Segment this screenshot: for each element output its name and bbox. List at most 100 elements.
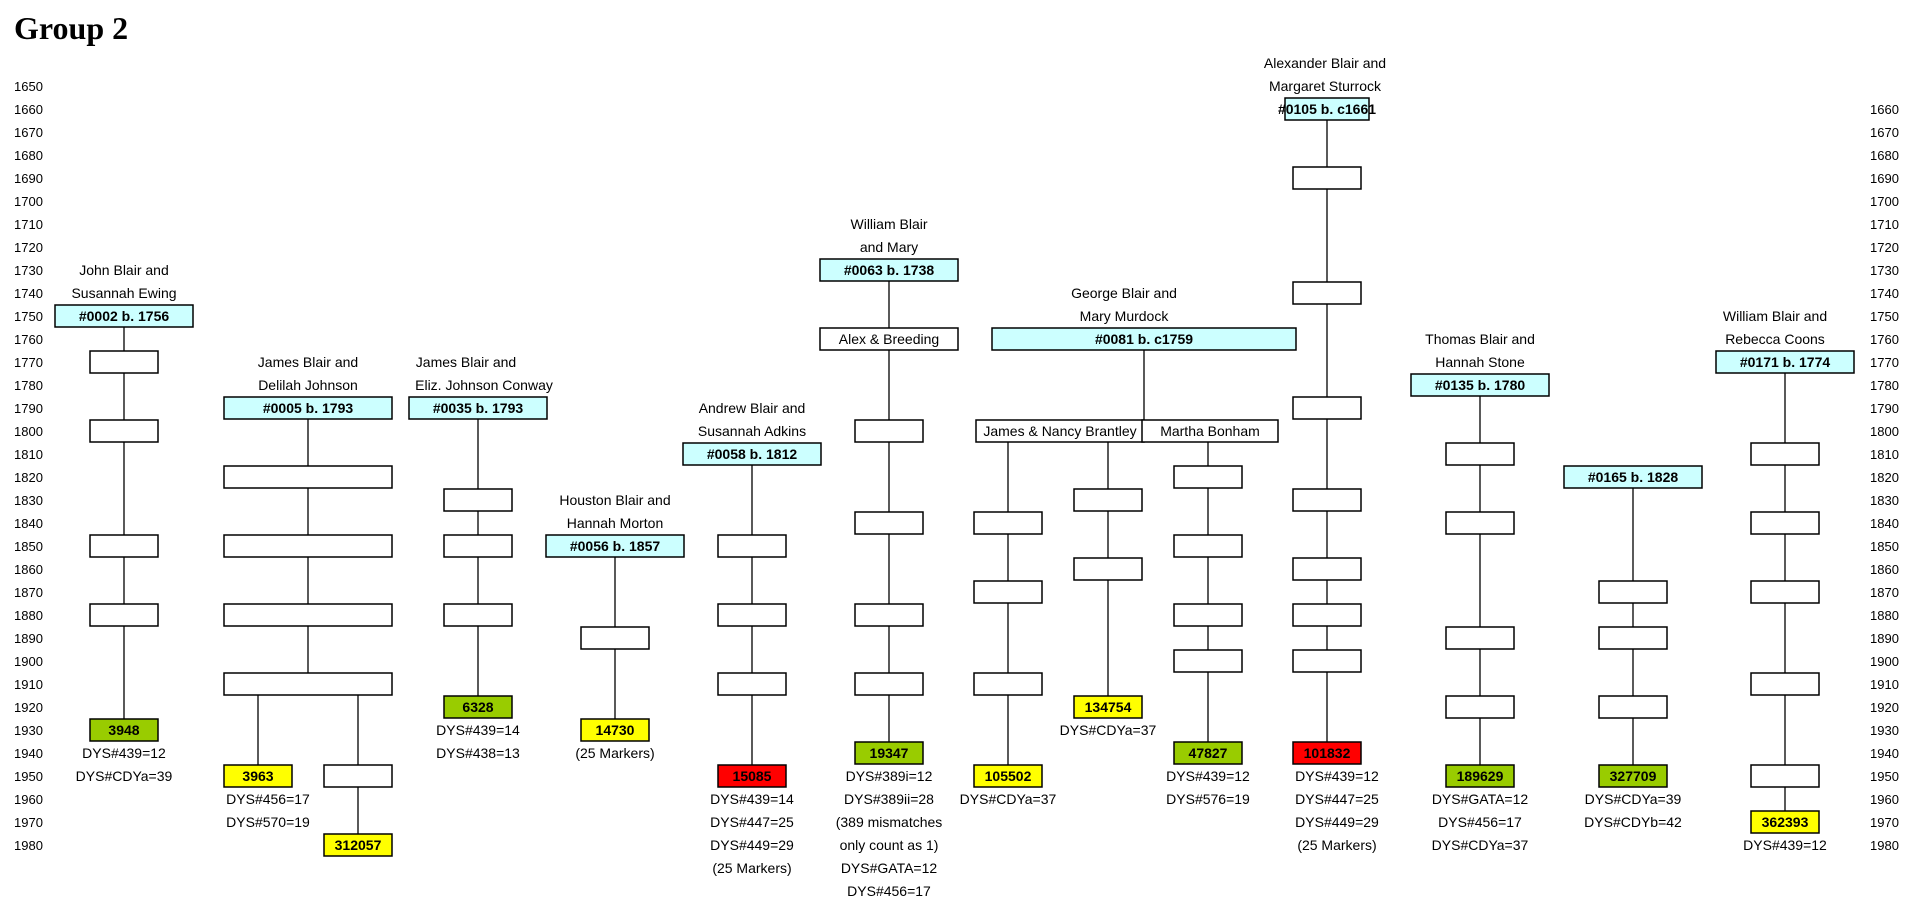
- kit-327709-text: 327709: [1610, 768, 1657, 784]
- kit-19347-box: [854, 741, 924, 765]
- family-box-james-nancy: James & Nancy Brantley: [975, 419, 1145, 443]
- marker-note: DYS#456=17: [847, 883, 931, 899]
- marker-note: DYS#439=14: [436, 722, 520, 738]
- year-label: 1740: [1870, 286, 1899, 301]
- kit-189629: 189629: [1445, 764, 1515, 788]
- family-box-alex-breeding: Alex & Breeding: [819, 327, 959, 351]
- year-label: 1830: [1870, 493, 1899, 508]
- kit-6328-box: [443, 695, 513, 719]
- kit-15085-text: 15085: [733, 768, 772, 784]
- generation-boxes: [89, 166, 1820, 788]
- year-label: 1660: [1870, 102, 1899, 117]
- generation-box: [717, 534, 787, 558]
- marker-note: DYS#GATA=12: [841, 860, 938, 876]
- kit-19347: 19347: [854, 741, 924, 765]
- year-label: 1970: [1870, 815, 1899, 830]
- generation-box: [717, 672, 787, 696]
- year-label: 1720: [1870, 240, 1899, 255]
- year-label: 1850: [14, 539, 43, 554]
- ancestor-box-0081-text: #0081 b. c1759: [1095, 331, 1193, 347]
- kit-134754: 134754: [1073, 695, 1143, 719]
- year-label: 1680: [1870, 148, 1899, 163]
- kit-327709-box: [1598, 764, 1668, 788]
- ancestor-box-0035: #0035 b. 1793: [408, 396, 548, 420]
- marker-note: DYS#CDYa=37: [1432, 837, 1529, 853]
- marker-note: (389 mismatches: [836, 814, 943, 830]
- year-label: 1710: [1870, 217, 1899, 232]
- ancestor-label: Mary Murdock: [1080, 308, 1170, 324]
- ancestor-box-0002-text: #0002 b. 1756: [79, 308, 170, 324]
- ancestor-label: Thomas Blair and: [1425, 331, 1535, 347]
- kit-6328-text: 6328: [462, 699, 493, 715]
- year-label: 1970: [14, 815, 43, 830]
- generation-box: [1445, 695, 1515, 719]
- year-label: 1880: [1870, 608, 1899, 623]
- year-label: 1980: [1870, 838, 1899, 853]
- kit-189629-text: 189629: [1457, 768, 1504, 784]
- ancestor-label: Delilah Johnson: [258, 377, 358, 393]
- kit-3948-box: [89, 718, 159, 742]
- year-label: 1840: [14, 516, 43, 531]
- year-label: 1650: [14, 79, 43, 94]
- ancestor-box-0058: #0058 b. 1812: [682, 442, 822, 466]
- generation-box: [1598, 580, 1668, 604]
- ancestor-box-0165-box: [1563, 465, 1703, 489]
- generation-box: [1445, 626, 1515, 650]
- marker-note: DYS#CDYb=42: [1584, 814, 1682, 830]
- ancestor-box-0035-text: #0035 b. 1793: [433, 400, 524, 416]
- generation-box: [1292, 603, 1362, 627]
- generation-box: [854, 672, 924, 696]
- ancestor-box-0081: #0081 b. c1759: [991, 327, 1297, 351]
- year-label: 1940: [14, 746, 43, 761]
- generation-box: [89, 603, 159, 627]
- year-label: 1730: [14, 263, 43, 278]
- year-label: 1960: [1870, 792, 1899, 807]
- ancestor-box-0171-box: [1715, 350, 1855, 374]
- generation-box: [1292, 396, 1362, 420]
- marker-note: DYS#389i=12: [846, 768, 933, 784]
- year-label: 1900: [1870, 654, 1899, 669]
- year-label: 1770: [1870, 355, 1899, 370]
- ancestor-box-0002-box: [54, 304, 194, 328]
- kit-6328: 6328: [443, 695, 513, 719]
- ancestor-box-0005-text: #0005 b. 1793: [263, 400, 354, 416]
- year-label: 1900: [14, 654, 43, 669]
- year-label: 1670: [1870, 125, 1899, 140]
- kit-47827-text: 47827: [1189, 745, 1228, 761]
- marker-note: DYS#CDYa=39: [1585, 791, 1682, 807]
- generation-box: [1750, 580, 1820, 604]
- ancestor-box-0056-box: [545, 534, 685, 558]
- ancestor-label: Alexander Blair and: [1264, 55, 1386, 71]
- generation-box: [89, 419, 159, 443]
- year-label: 1910: [1870, 677, 1899, 692]
- generation-box: [973, 580, 1043, 604]
- marker-note: DYS#456=17: [226, 791, 310, 807]
- ancestor-label: James Blair and: [258, 354, 358, 370]
- ancestor-box-0165-text: #0165 b. 1828: [1588, 469, 1679, 485]
- marker-note: DYS#456=17: [1438, 814, 1522, 830]
- ancestor-label: James Blair and: [416, 354, 516, 370]
- ancestor-box-0058-text: #0058 b. 1812: [707, 446, 798, 462]
- kit-101832-box: [1292, 741, 1362, 765]
- family-box-martha-box: [1141, 419, 1279, 443]
- year-label: 1760: [1870, 332, 1899, 347]
- marker-note: DYS#576=19: [1166, 791, 1250, 807]
- year-label: 1750: [1870, 309, 1899, 324]
- generation-box: [1750, 764, 1820, 788]
- kit-134754-text: 134754: [1085, 699, 1132, 715]
- ancestor-box-0063-box: [819, 258, 959, 282]
- kit-3963-text: 3963: [242, 768, 273, 784]
- ancestor-label: Houston Blair and: [559, 492, 670, 508]
- year-label: 1710: [14, 217, 43, 232]
- ancestor-label: Rebecca Coons: [1725, 331, 1825, 347]
- year-label: 1930: [1870, 723, 1899, 738]
- generation-box: [973, 511, 1043, 535]
- year-label: 1700: [1870, 194, 1899, 209]
- kit-362393-box: [1750, 810, 1820, 834]
- marker-note: DYS#447=25: [710, 814, 794, 830]
- year-label: 1690: [1870, 171, 1899, 186]
- year-label: 1820: [14, 470, 43, 485]
- year-label: 1740: [14, 286, 43, 301]
